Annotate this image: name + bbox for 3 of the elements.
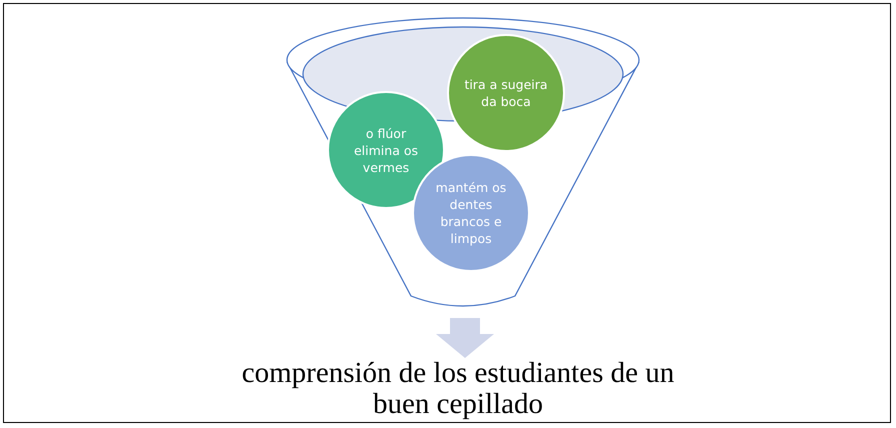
circle-node: mantém os dentes brancos e limpos — [412, 154, 530, 272]
block-arrow — [436, 318, 494, 358]
result-text: comprensión de los estudiantes de un buen cepillado — [238, 358, 678, 422]
